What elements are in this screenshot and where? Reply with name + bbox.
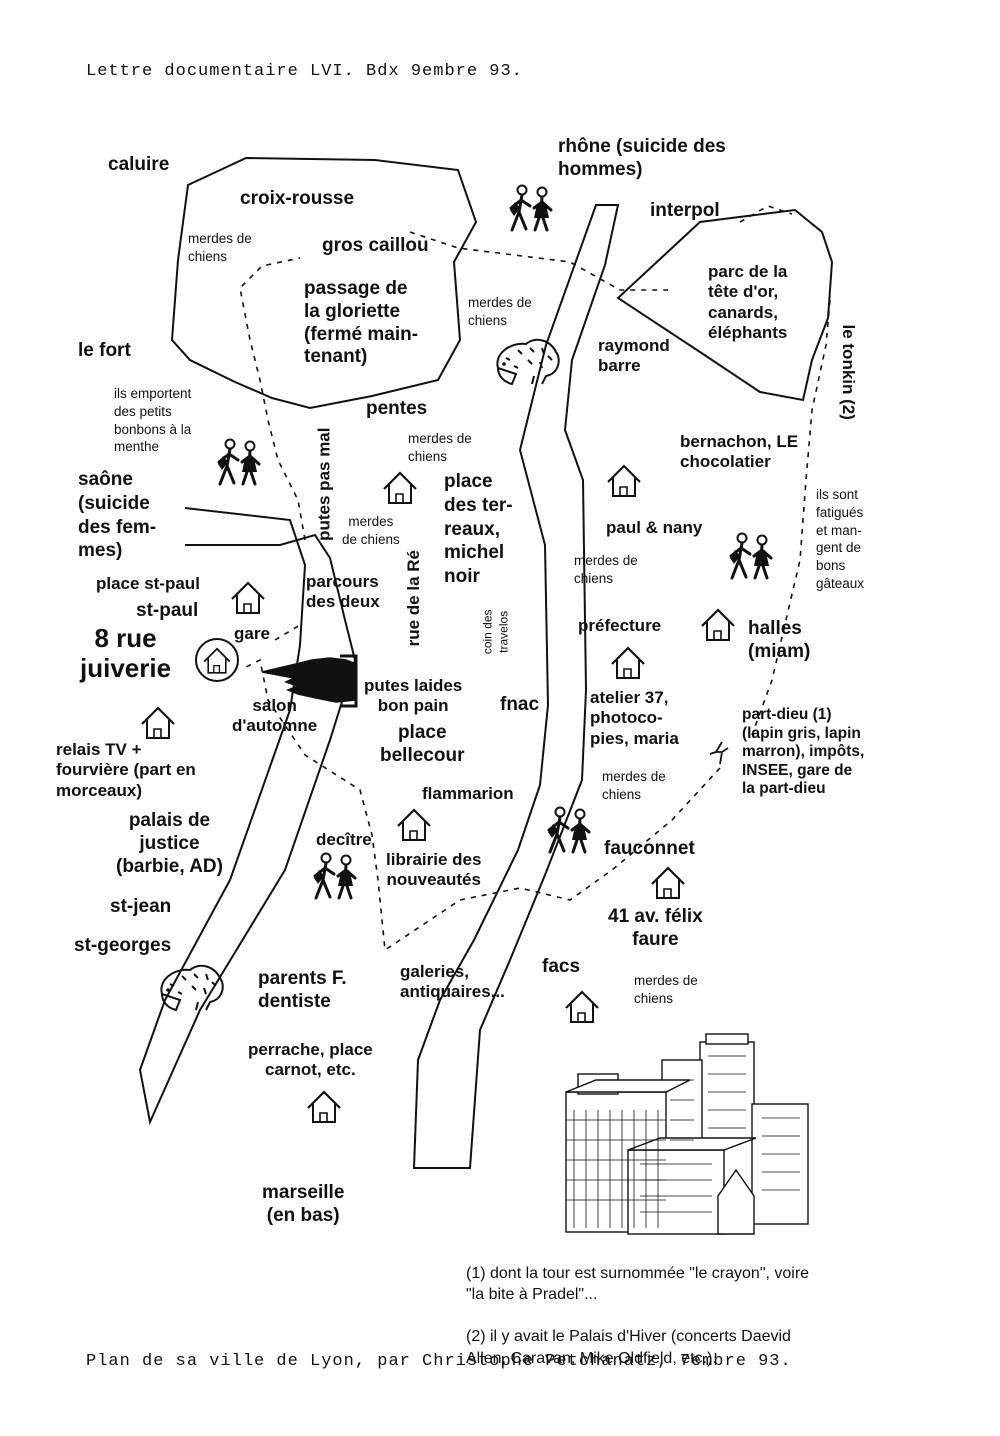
label-halles: halles (miam) bbox=[748, 618, 811, 662]
label-rhone: rhône (suicide des hommes) bbox=[558, 136, 726, 180]
label-bonbons: ils emportent des petits bonbons à la me… bbox=[114, 386, 192, 455]
walking-couple-icon bbox=[508, 184, 553, 232]
house-icon bbox=[610, 646, 646, 680]
label-librairie-nouveautes: librairie des nouveautés bbox=[386, 850, 482, 890]
label-rue-de-la-re: rue de la Ré bbox=[403, 550, 423, 647]
walking-couple-icon bbox=[728, 532, 773, 580]
dog-icon bbox=[496, 338, 560, 385]
label-perrache: perrache, place carnot, etc. bbox=[248, 1040, 373, 1080]
page-header: Lettre documentaire LVI. Bdx 9embre 93. bbox=[86, 62, 523, 81]
footnote-1: (1) dont la tour est surnommée "le crayo… bbox=[466, 1265, 810, 1304]
label-st-jean: st-jean bbox=[110, 896, 172, 917]
walking-couple-icon bbox=[312, 852, 357, 900]
label-place-st-paul: place st-paul bbox=[96, 574, 200, 593]
label-atelier-37: atelier 37, photoco- pies, maria bbox=[590, 688, 679, 748]
house-icon bbox=[606, 464, 642, 498]
label-pentes: pentes bbox=[366, 398, 428, 419]
label-bernachon: bernachon, LE chocolatier bbox=[680, 432, 799, 472]
label-parcours-des-deux: parcours des deux bbox=[306, 572, 380, 612]
label-41-av-felix-faure: 41 av. félix faure bbox=[608, 906, 703, 950]
label-le-fort: le fort bbox=[78, 340, 131, 361]
label-salon-dautomne: salon d'automne bbox=[232, 696, 318, 736]
page-caption: Plan de sa ville de Lyon, par Christophe… bbox=[86, 1352, 792, 1371]
pointing-hand-icon bbox=[261, 654, 358, 708]
house-icon bbox=[564, 990, 600, 1024]
label-decitre: decître bbox=[316, 830, 372, 849]
label-place-des-terreaux: place des ter- reaux, michel noir bbox=[444, 471, 513, 587]
label-fatigues: ils sont fatigués et man- gent de bons g… bbox=[816, 487, 865, 592]
label-flammarion: flammarion bbox=[422, 784, 514, 803]
house-icon bbox=[140, 706, 176, 740]
walking-route bbox=[239, 205, 831, 952]
label-merdes-de-chiens: merdes de chiens bbox=[408, 431, 472, 464]
label-putes-laides: putes laides bon pain bbox=[364, 676, 463, 716]
label-merdes-de-chiens: merdes de chiens bbox=[634, 973, 698, 1006]
skyscrapers-drawing bbox=[565, 1033, 809, 1235]
house-icon bbox=[230, 581, 266, 615]
label-merdes-de-chiens: merdes de chiens bbox=[574, 553, 638, 586]
label-facs: facs bbox=[542, 956, 581, 977]
label-interpol: interpol bbox=[650, 200, 720, 221]
label-gros-caillou: gros caillou bbox=[322, 235, 429, 256]
label-palais-de-justice: palais de justice (barbie, AD) bbox=[116, 810, 223, 877]
label-prefecture: préfecture bbox=[578, 616, 662, 635]
target-circle bbox=[195, 638, 239, 682]
house-icon bbox=[396, 808, 432, 842]
footnote-2: (2) il y avait le Palais d'Hiver (concer… bbox=[466, 1328, 791, 1367]
label-8-rue-juiverie: 8 rue juiverie bbox=[80, 623, 172, 683]
label-place-bellecour: place bellecour bbox=[380, 722, 465, 766]
label-caluire: caluire bbox=[108, 154, 170, 175]
label-merdes-de-chiens: merdes de chiens bbox=[188, 231, 252, 264]
walking-couple-icon bbox=[216, 438, 261, 486]
label-part-dieu: part-dieu (1) (lapin gris, lapin marron)… bbox=[742, 706, 865, 798]
stick-figure-icon bbox=[709, 741, 729, 765]
footnotes: (1) dont la tour est surnommée "le crayo… bbox=[466, 1242, 809, 1390]
house-icon bbox=[650, 866, 686, 900]
label-passage-gloriette: passage de la gloriette (fermé main- ten… bbox=[304, 278, 419, 368]
house-icon bbox=[700, 608, 736, 642]
croix-rousse-outline bbox=[170, 156, 478, 410]
label-relais-tv: relais TV + fourvière (part en morceaux) bbox=[56, 740, 196, 800]
label-merdes-de-chiens: merdes de chiens bbox=[342, 514, 400, 547]
house-icon bbox=[203, 647, 231, 674]
label-galeries-antiquaires: galeries, antiquaires... bbox=[400, 962, 505, 1002]
house-icon bbox=[382, 471, 418, 505]
parc-tete-dor-outline bbox=[616, 208, 834, 402]
label-parc-tete-dor: parc de la tête d'or, canards, éléphants bbox=[708, 262, 788, 343]
label-parents-dentiste: parents F. dentiste bbox=[258, 968, 347, 1012]
label-le-tonkin: le tonkin (2) bbox=[838, 324, 858, 420]
label-marseille: marseille (en bas) bbox=[262, 1182, 345, 1226]
label-croix-rousse: croix-rousse bbox=[240, 188, 355, 209]
label-putes-pas-mal: putes pas mal bbox=[314, 427, 334, 541]
saone-river bbox=[138, 507, 357, 1126]
rhone-river bbox=[412, 204, 620, 1169]
label-fauconnet: fauconnet bbox=[604, 838, 695, 859]
label-fnac: fnac bbox=[500, 694, 540, 715]
label-gare: gare bbox=[234, 624, 270, 643]
label-st-georges: st-georges bbox=[74, 935, 172, 956]
label-paul-nany: paul & nany bbox=[606, 518, 703, 537]
label-saone: saône (suicide des fem- mes) bbox=[78, 469, 157, 562]
label-st-paul: st-paul bbox=[136, 600, 199, 621]
label-merdes-de-chiens: merdes de chiens bbox=[602, 769, 666, 802]
house-icon bbox=[306, 1090, 342, 1124]
label-raymond-barre: raymond barre bbox=[598, 336, 670, 376]
label-merdes-de-chiens: merdes de chiens bbox=[468, 295, 532, 328]
label-coin-des-travelos: coin des travelos bbox=[480, 609, 511, 655]
